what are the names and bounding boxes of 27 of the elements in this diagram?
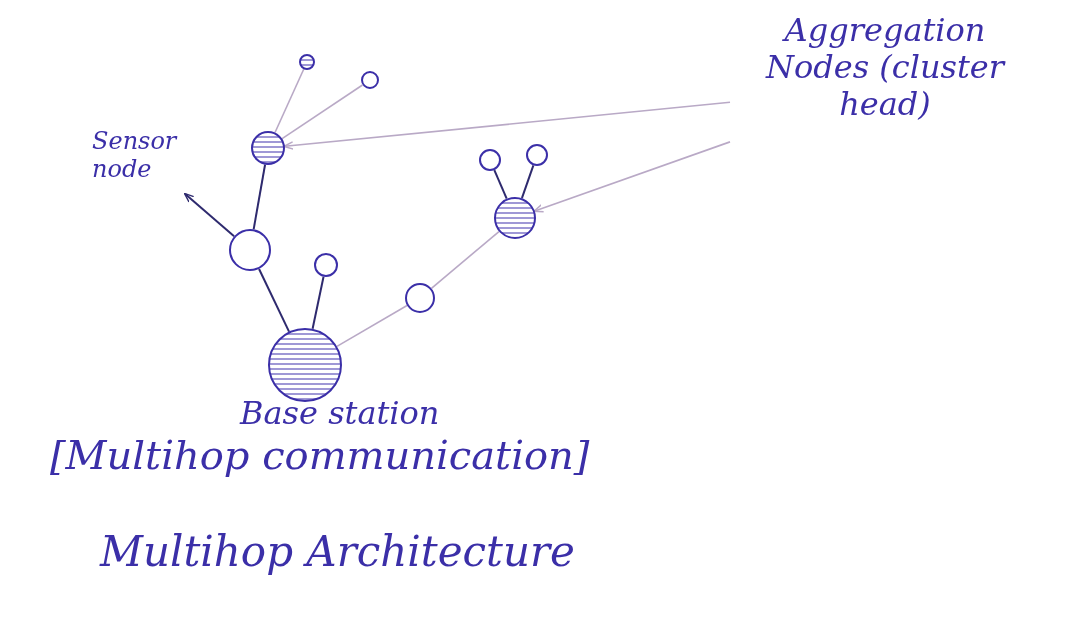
sensor-node-circle bbox=[360, 70, 380, 90]
link-line bbox=[430, 230, 500, 290]
link-line bbox=[336, 304, 408, 348]
link-line bbox=[281, 84, 364, 140]
link-line bbox=[311, 275, 325, 330]
callout-text: Sensor node bbox=[92, 128, 202, 194]
note-text: Multihop Architecture bbox=[100, 528, 575, 577]
link-line bbox=[252, 163, 267, 231]
sensor-node-circle bbox=[525, 143, 549, 167]
callout-text: Aggregation Nodes (cluster head) bbox=[730, 12, 1040, 162]
base-station-circle bbox=[267, 327, 343, 403]
cluster-head-circle bbox=[298, 53, 316, 71]
leader-line bbox=[283, 101, 731, 150]
sensor-node-circle bbox=[478, 148, 502, 172]
sensor-node-circle bbox=[404, 282, 436, 314]
link-line bbox=[520, 164, 535, 200]
leader-line bbox=[183, 192, 236, 238]
sensor-node-circle bbox=[313, 252, 339, 278]
leader-line bbox=[533, 141, 731, 213]
sensor-node-circle bbox=[228, 228, 272, 272]
cluster-head-circle bbox=[250, 130, 286, 166]
link-line bbox=[274, 68, 305, 134]
link-line bbox=[493, 169, 508, 200]
node-caption: Base station bbox=[240, 395, 440, 432]
cluster-head-circle bbox=[493, 196, 537, 240]
note-text: [Multihop communication] bbox=[50, 432, 590, 478]
link-line bbox=[258, 267, 291, 333]
